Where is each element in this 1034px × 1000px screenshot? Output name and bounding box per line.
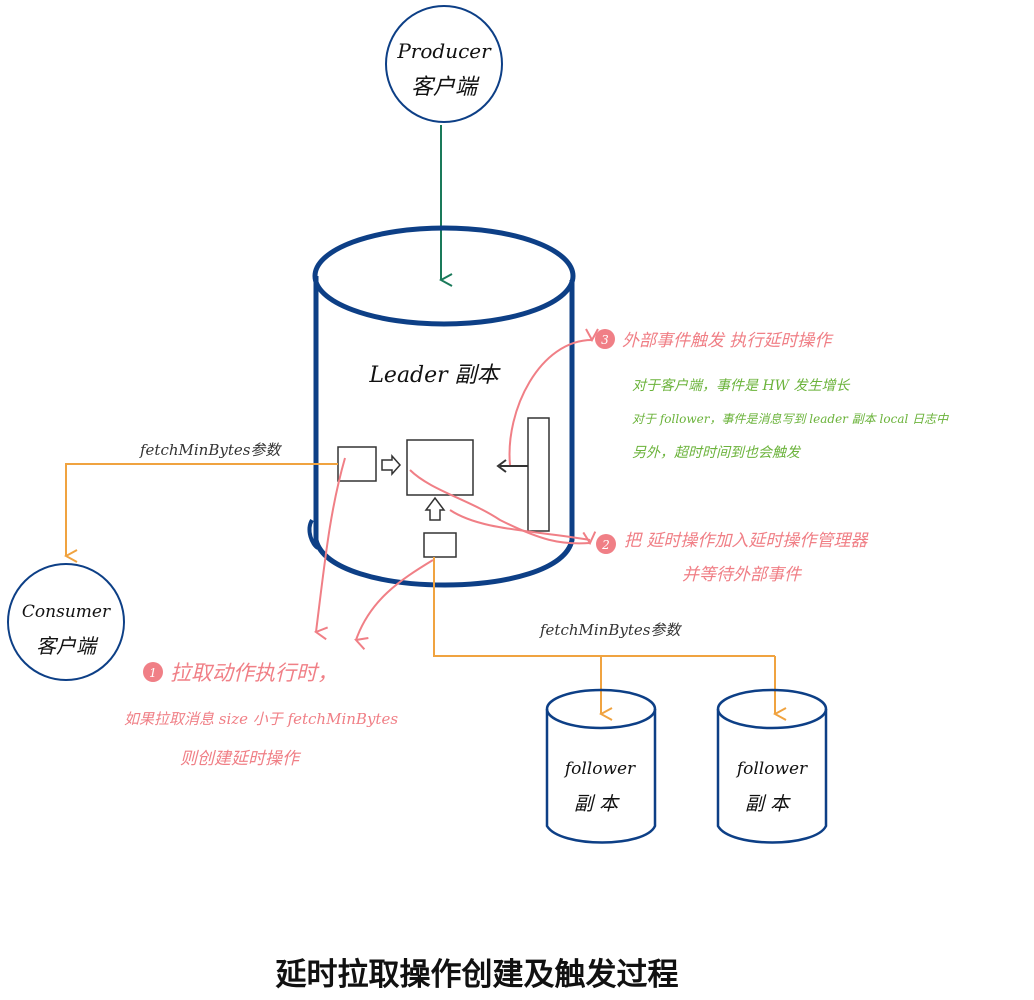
step1-annotation: 1 拉取动作执行时， 如果拉取消息 size 小于 fetchMinBytes … [124, 661, 398, 769]
step1-number: 1 [149, 666, 157, 680]
leader-to-consumer-arrow [66, 463, 338, 556]
step2-line2: 并等待外部事件 [682, 565, 803, 585]
step2-arrow-second [449, 509, 591, 541]
step3-line1: 外部事件触发 执行延时操作 [622, 331, 834, 351]
follower-fetch-box [423, 532, 457, 558]
purgatory-box [527, 417, 550, 532]
step3-number: 3 [601, 333, 609, 347]
step3-green2: 对于 follower，事件是消息写到 leader 副本 local 日志中 [632, 412, 949, 426]
hollow-arrow-right [381, 454, 402, 476]
bottom-param-label: fetchMinBytes参数 [539, 621, 682, 639]
producer-label: Producer [396, 39, 492, 63]
consumer-node: Consumer 客户端 [7, 563, 125, 681]
step3-arrow [508, 340, 592, 466]
step3-badge [595, 329, 615, 349]
step2-line1: 把 延时操作加入延时操作管理器 [624, 531, 869, 551]
delayed-operation-box [406, 439, 474, 496]
consumer-label: Consumer [22, 602, 111, 622]
purgatory-to-op-arrow-head [496, 459, 507, 473]
follower-1-sublabel: 副 本 [574, 793, 620, 815]
step3-annotation: 3 外部事件触发 执行延时操作 对于客户端，事件是 HW 发生增长 对于 fol… [595, 329, 949, 461]
leader-label: Leader 副本 [368, 363, 501, 388]
step1-line1: 拉取动作执行时， [170, 661, 338, 685]
step1-arrow-from-fetch [316, 457, 346, 632]
follower-cylinder-2: follower 副 本 [716, 688, 828, 844]
step2-badge [596, 534, 616, 554]
step2-annotation: 2 把 延时操作加入延时操作管理器 并等待外部事件 [596, 531, 869, 585]
producer-sublabel: 客户端 [411, 75, 480, 100]
follower-cylinder-1: follower 副 本 [545, 688, 657, 844]
diagram-caption: 延时拉取操作创建及触发过程 [275, 957, 679, 993]
step3-green1: 对于客户端，事件是 HW 发生增长 [632, 378, 850, 394]
hollow-arrow-up [424, 496, 446, 521]
leader-to-followers-line [433, 557, 775, 657]
step1-line2: 如果拉取消息 size 小于 fetchMinBytes [124, 710, 398, 728]
step1-badge [143, 662, 163, 682]
step1-arrow-from-follower-fetch [356, 559, 434, 640]
follower-1-label: follower [563, 759, 636, 779]
step3-green3: 另外，超时时间到也会触发 [632, 445, 802, 461]
follower-2-label: follower [735, 759, 808, 779]
step2-arrow-op [409, 469, 590, 543]
left-param-label: fetchMinBytes参数 [139, 441, 282, 459]
step2-number: 2 [601, 538, 610, 552]
producer-node: Producer 客户端 [385, 5, 503, 123]
step1-line3: 则创建延时操作 [180, 749, 302, 769]
follower-2-sublabel: 副 本 [745, 793, 791, 815]
consumer-sublabel: 客户端 [36, 634, 99, 658]
